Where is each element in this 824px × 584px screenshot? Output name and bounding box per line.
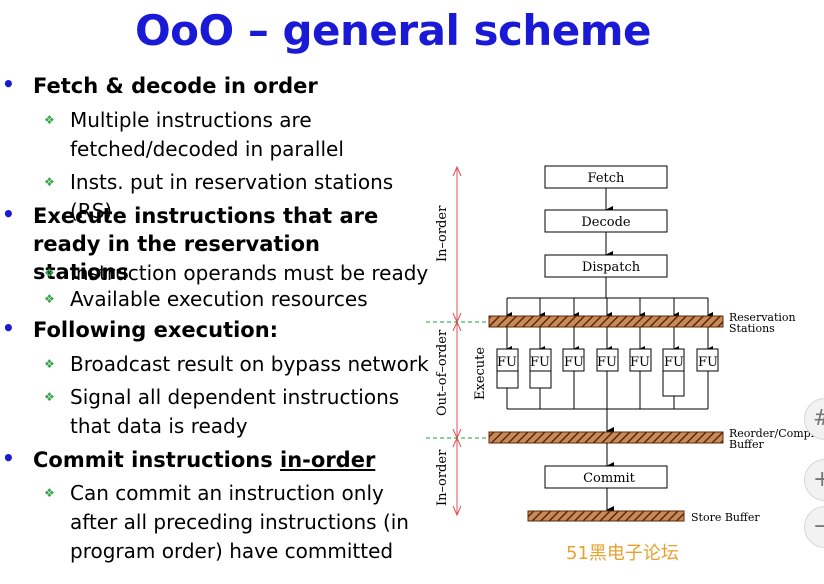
reservation-label-2: Stations <box>729 322 775 335</box>
bullet-fetch-decode: • Fetch & decode in order <box>2 72 432 100</box>
diamond-bullet-icon: ❖ <box>44 175 55 189</box>
bullet-text: Fetch & decode in order <box>33 74 318 98</box>
fu-unit: FU <box>662 327 685 409</box>
fu-label: FU <box>630 355 650 370</box>
fu-label: FU <box>597 355 617 370</box>
fu-unit: FU <box>529 327 552 409</box>
range-arrow-head-bottom <box>452 505 462 517</box>
decode-label: Decode <box>581 215 631 230</box>
bullet-text-plain: Commit instructions <box>33 448 281 472</box>
bullet-dot-icon: • <box>2 446 15 470</box>
bullet-execute-ready: • Execute instructions that are ready in… <box>2 202 402 286</box>
range-arrows <box>452 165 462 517</box>
sub-bullet-text: Signal all dependent instructions that d… <box>70 385 400 438</box>
fu-unit: FU <box>629 327 652 409</box>
diamond-bullet-icon: ❖ <box>44 292 55 306</box>
sub-bullet-broadcast: ❖ Broadcast result on bypass network <box>44 350 434 379</box>
range-arrow-head-top <box>452 165 462 177</box>
bullet-dot-icon: • <box>2 72 15 96</box>
rob-label-2: Buffer <box>729 438 764 451</box>
store-buffer-label: Store Buffer <box>691 511 760 524</box>
sub-bullet-text: Can commit an instruction only after all… <box>70 481 409 563</box>
diamond-bullet-icon: ❖ <box>44 486 55 500</box>
sub-bullet-fetch-parallel: ❖ Multiple instructions are fetched/deco… <box>44 106 434 164</box>
range-label-out-of-order: Out–of–order <box>435 329 450 416</box>
sub-bullet-signal-dependents: ❖ Signal all dependent instructions that… <box>44 383 434 441</box>
sub-bullet-text: Instruction operands must be ready <box>70 261 429 285</box>
bullet-text-underlined: in-order <box>280 448 376 472</box>
fu-unit: FU <box>596 327 619 409</box>
reservation-label-1: Reservation <box>729 311 796 324</box>
fu-unit: FU <box>696 327 719 409</box>
watermark: 51黑电子论坛 <box>566 543 679 564</box>
diamond-bullet-icon: ❖ <box>44 266 55 280</box>
reservation-stations-bar <box>488 315 724 328</box>
fu-label: FU <box>530 355 550 370</box>
rs-input-arrows <box>506 298 713 318</box>
fu-label: FU <box>564 355 584 370</box>
sub-bullet-text: Broadcast result on bypass network <box>70 352 429 376</box>
sub-bullet-text: Insts. put in reservation stations (RS) <box>70 170 394 223</box>
fu-unit: FU <box>562 327 585 409</box>
sub-bullet-operands-ready: ❖ Instruction operands must be ready <box>44 259 434 288</box>
bullet-dot-icon: • <box>2 202 15 226</box>
fu-label: FU <box>664 355 684 370</box>
fetch-label: Fetch <box>588 171 626 186</box>
commit-box <box>544 465 668 489</box>
fu-label: FU <box>497 355 517 370</box>
reorder-buffer-bar <box>488 431 724 444</box>
commit-label: Commit <box>583 471 636 486</box>
diamond-bullet-icon: ❖ <box>44 113 55 127</box>
dispatch-label: Dispatch <box>582 260 641 275</box>
bullet-following-execution: • Following execution: <box>2 316 432 344</box>
diamond-bullet-icon: ❖ <box>44 357 55 371</box>
fu-unit: FU <box>496 327 519 409</box>
diamond-bullet-icon: ❖ <box>44 390 55 404</box>
bullet-dot-icon: • <box>2 316 15 340</box>
store-buffer-bar <box>527 510 685 522</box>
sub-bullet-reservation-stations: ❖ Insts. put in reservation stations (RS… <box>44 168 434 226</box>
slide-title: OoO – general scheme <box>134 6 652 55</box>
bullet-text: Commit instructions in-order <box>33 446 432 474</box>
sub-bullet-text: Multiple instructions are fetched/decode… <box>70 108 344 161</box>
bullet-text: Following execution: <box>33 318 279 342</box>
sub-bullet-exec-resources: ❖ Available execution resources <box>44 285 434 314</box>
range-label-in-order-top: In–order <box>435 205 450 262</box>
sub-bullet-commit-preceding: ❖ Can commit an instruction only after a… <box>44 479 434 566</box>
fu-label: FU <box>698 355 718 370</box>
range-label-in-order-bottom: In–order <box>435 449 450 506</box>
execute-label: Execute <box>473 347 488 400</box>
sub-bullet-text: Available execution resources <box>70 287 368 311</box>
functional-units: FU FU FU FU FU <box>496 327 719 409</box>
rob-label-1: Reorder/Completion <box>729 427 824 440</box>
bullet-commit-in-order: • Commit instructions in-order <box>2 446 432 474</box>
bullet-text: Execute instructions that are ready in t… <box>33 204 379 284</box>
